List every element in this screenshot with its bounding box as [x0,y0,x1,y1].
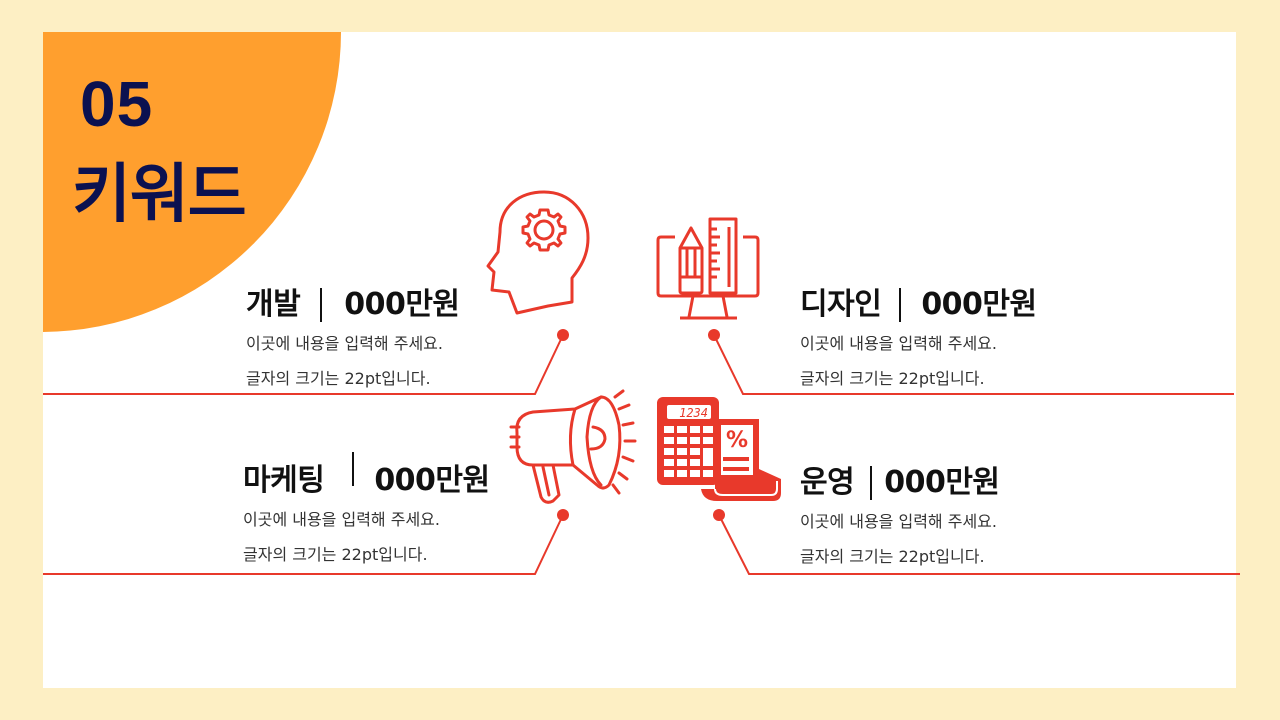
keyword-desc-line1: 이곳에 내용을 입력해 주세요. [246,334,443,353]
keyword-amount: 000만원 [921,287,1037,322]
slide-card [43,32,1236,688]
keyword-amount: 000만원 [374,463,490,498]
connector-dot [708,329,720,341]
divider [899,288,902,322]
svg-text:%: % [726,428,748,453]
section-number: 05 [80,68,154,140]
keyword-desc-line1: 이곳에 내용을 입력해 주세요. [243,510,440,529]
divider [320,288,323,322]
keyword-desc-line1: 이곳에 내용을 입력해 주세요. [800,334,997,353]
connector-dot [557,509,569,521]
keyword-item-operation: 운영 000만원 이곳에 내용을 입력해 주세요. 글자의 크기는 22pt입니… [800,466,1000,565]
keyword-item-marketing: 마케팅 000만원 이곳에 내용을 입력해 주세요. 글자의 크기는 22pt입… [243,452,490,564]
connector-dot [713,509,725,521]
keyword-desc-line1: 이곳에 내용을 입력해 주세요. [800,512,997,531]
keyword-name: 디자인 [800,287,882,322]
connector-dot [557,329,569,341]
keyword-item-development: 개발 000만원 이곳에 내용을 입력해 주세요. 글자의 크기는 22pt입니… [246,288,460,387]
keyword-amount: 000만원 [344,287,460,322]
svg-text:1234: 1234 [679,406,708,420]
keyword-desc-line2: 글자의 크기는 22pt입니다. [800,547,985,566]
keyword-name: 마케팅 [243,463,325,498]
keyword-desc-line2: 글자의 크기는 22pt입니다. [800,369,985,388]
keyword-name: 개발 [246,287,301,322]
keyword-desc-line2: 글자의 크기는 22pt입니다. [246,369,431,388]
keyword-item-design: 디자인 000만원 이곳에 내용을 입력해 주세요. 글자의 크기는 22pt입… [800,288,1037,387]
divider [352,452,355,486]
head-gear-icon [486,190,590,315]
monitor-pencil-ruler-icon [656,217,760,320]
page-title: 키워드 [72,158,247,232]
calculator-receipt-icon: % 1234 [657,397,781,501]
keyword-name: 운영 [800,465,855,500]
keyword-amount: 000만원 [884,465,1000,500]
keyword-desc-line2: 글자의 크기는 22pt입니다. [243,545,428,564]
megaphone-icon [509,389,637,504]
divider [870,466,873,500]
